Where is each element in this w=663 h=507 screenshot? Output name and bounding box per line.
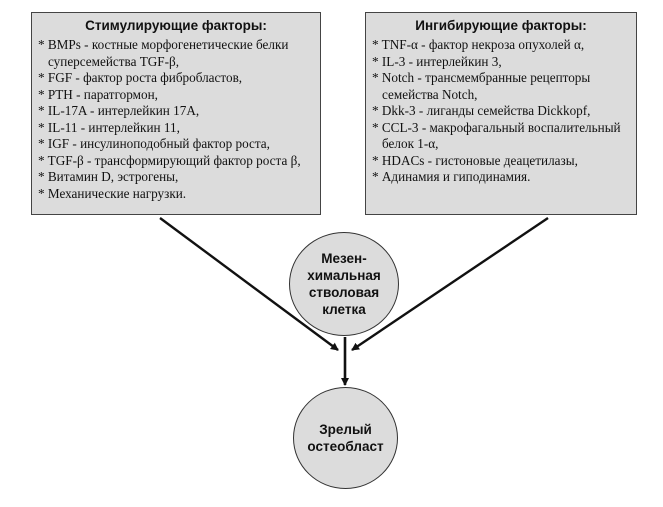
arrow-stimulating-to-junction <box>159 217 339 351</box>
list-item: Notch - трансмембранные рецепторы семейс… <box>372 70 630 103</box>
list-item: FGF - фактор роста фибробластов, <box>38 70 314 87</box>
list-item: Адинамия и гиподинамия. <box>372 169 630 186</box>
inhibiting-factors-box: Ингибирующие факторы: TNF-α - фактор нек… <box>365 12 637 215</box>
list-item: IL-11 - интерлейкин 11, <box>38 120 314 137</box>
list-item: HDACs - гистоновые деацетилазы, <box>372 153 630 170</box>
stimulating-factors-box: Стимулирующие факторы: BMPs - костные мо… <box>31 12 321 215</box>
list-item: IL-17A - интерлейкин 17A, <box>38 103 314 120</box>
mesenchymal-stem-cell-node: Мезен- химальная стволовая клетка <box>289 232 399 336</box>
list-item: IL-3 - интерлейкин 3, <box>372 54 630 71</box>
list-item: IGF - инсулиноподобный фактор роста, <box>38 136 314 153</box>
list-item: Dkk-3 - лиганды семейства Dickkopf, <box>372 103 630 120</box>
inhibiting-factors-title: Ингибирующие факторы: <box>415 18 587 33</box>
arrow-inhibiting-to-junction <box>351 217 549 351</box>
list-item: TGF-β - трансформирующий фактор роста β, <box>38 153 314 170</box>
mature-osteoblast-node: Зрелый остеобласт <box>293 387 398 489</box>
list-item: TNF-α - фактор некроза опухолей α, <box>372 37 630 54</box>
list-item: Механические нагрузки. <box>38 186 314 203</box>
stimulating-factors-title: Стимулирующие факторы: <box>85 18 267 33</box>
list-item: CCL-3 - макрофагальный воспалительный бе… <box>372 120 630 153</box>
list-item: PTH - паратгормон, <box>38 87 314 104</box>
inhibiting-factors-list: TNF-α - фактор некроза опухолей α, IL-3 … <box>372 37 630 186</box>
list-item: BMPs - костные морфогенетические белки с… <box>38 37 314 70</box>
list-item: Витамин D, эстрогены, <box>38 169 314 186</box>
stimulating-factors-list: BMPs - костные морфогенетические белки с… <box>38 37 314 202</box>
